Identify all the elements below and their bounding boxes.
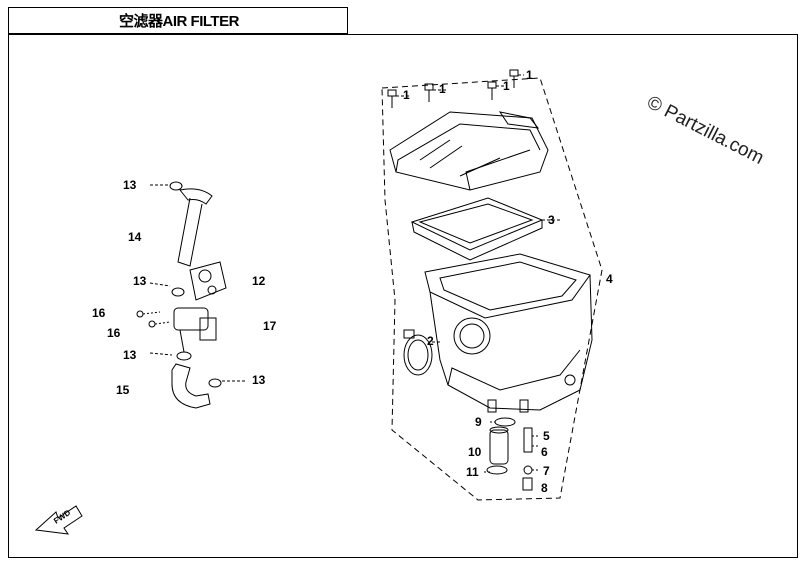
airbox-cover [389,111,549,191]
fwd-arrow-icon [34,505,83,535]
clamp-13-bottom [208,378,222,388]
callout-17: 17 [263,319,277,333]
callout-11: 11 [466,465,479,479]
callout-1d: 1 [526,68,533,82]
callout-13-mid: 13 [133,274,147,288]
callout-6: 6 [541,445,548,459]
bracket-12 [189,261,227,301]
assembly-boundary [381,77,603,501]
clamp-13-mid [171,287,185,297]
bolt-1c [487,81,506,100]
bolt-1b [424,83,446,102]
drain-clip-9 [490,417,516,427]
clamp-13-top [169,181,183,191]
filter-element [410,197,560,261]
callout-1c: 1 [503,79,510,93]
callout-3: 3 [548,213,555,227]
callout-4: 4 [606,272,613,286]
airbox-body [424,253,593,413]
bolt-1d [509,69,524,88]
callout-1a: 1 [403,88,410,102]
callout-5: 5 [543,429,550,443]
callout-12: 12 [252,274,266,288]
hose-14 [150,184,213,267]
clamp [403,329,440,376]
callout-14: 14 [128,230,142,244]
callout-15: 15 [116,383,130,397]
page-title: 空滤器AIR FILTER [119,13,239,30]
diagram-frame [8,34,798,558]
drain-tube-10 [489,426,509,465]
valve-17 [173,307,217,353]
hose-15 [171,363,211,409]
clamp-13-low [176,351,192,361]
callout-7: 7 [543,464,550,478]
callout-13-top: 13 [123,178,137,192]
callout-13-low: 13 [123,348,137,362]
callout-1b: 1 [439,82,446,96]
callout-16b: 16 [107,326,121,340]
drain-cap-7-8 [522,465,540,491]
title-box: 空滤器AIR FILTER [8,7,348,34]
callout-2: 2 [427,334,434,348]
callout-9: 9 [475,415,482,429]
bolt-16a [136,310,161,318]
callout-8: 8 [541,481,548,495]
callout-10: 10 [468,445,482,459]
drain-plug-5-6 [523,427,540,453]
drain-clip-11 [484,465,508,475]
callout-13-bottom: 13 [252,373,266,387]
bolt-16b [148,320,171,328]
bolt-1a [387,89,410,108]
callout-16a: 16 [92,306,106,320]
